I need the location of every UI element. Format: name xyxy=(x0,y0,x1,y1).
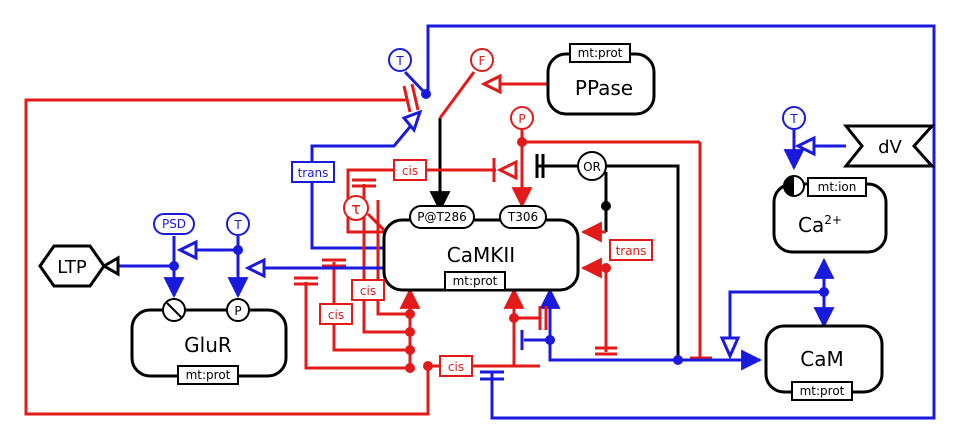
ppase-unit: mt:prot xyxy=(578,46,623,60)
ca-node[interactable]: mt:ion Ca2+ xyxy=(772,175,888,254)
glur-p-label: P xyxy=(234,304,241,318)
svg-text:cis: cis xyxy=(360,284,376,298)
glur-p-site xyxy=(226,298,250,322)
camkii-unit: mt:prot xyxy=(453,274,498,288)
ltp-label: LTP xyxy=(57,257,87,278)
junction-dots xyxy=(169,89,829,373)
label-cis-mid: cis xyxy=(351,279,385,301)
label-trans-red: trans xyxy=(609,239,653,261)
glyph-f-top: F xyxy=(470,48,494,72)
edge-red-tau xyxy=(366,212,386,232)
edge-red-loop xyxy=(24,98,430,416)
svg-text:trans: trans xyxy=(616,244,647,258)
label-trans-blue: trans xyxy=(291,161,335,183)
ppase-node[interactable]: mt:prot PPase xyxy=(546,43,656,116)
svg-text:OR: OR xyxy=(583,160,601,174)
edge-red-inhibit-t2 xyxy=(410,83,420,111)
svg-text:PSD: PSD xyxy=(162,217,186,231)
svg-text:P: P xyxy=(518,112,525,126)
label-cis-top: cis xyxy=(393,159,427,181)
label-cis-left: cis xyxy=(319,303,353,325)
edges xyxy=(24,24,936,420)
svg-text:F: F xyxy=(479,54,486,68)
edge-cis-top-head xyxy=(496,159,518,181)
ca-label: Ca2+ xyxy=(798,213,842,237)
dv-label: dV xyxy=(878,137,902,158)
glyph-p-top: P xyxy=(510,106,534,130)
glyph-t-glur: T xyxy=(226,212,250,236)
edge-trans-blue xyxy=(310,121,416,250)
edge-cam-camkii xyxy=(539,287,678,362)
label-cis-bottom: cis xyxy=(439,355,473,377)
edge-red-3 xyxy=(362,184,410,334)
edge-trans-blue-head xyxy=(401,109,423,134)
ca-superscript: 2+ xyxy=(824,213,842,227)
edge-red-2 xyxy=(332,262,410,352)
edge-cam-feedback xyxy=(426,24,936,420)
edge-or-out xyxy=(606,164,680,358)
dv-node[interactable]: dV xyxy=(842,124,936,168)
glyph-t-ca: T xyxy=(782,106,806,130)
edge-red-1 xyxy=(304,282,410,370)
svg-text:cis: cis xyxy=(328,308,344,322)
edge-red-inhibit-t xyxy=(402,85,412,113)
svg-text:trans: trans xyxy=(298,166,329,180)
ppase-label: PPase xyxy=(575,76,633,100)
camkii-site-t306: T306 xyxy=(507,210,538,224)
edge-t-top-stem xyxy=(403,70,428,96)
glur-unit: mt:prot xyxy=(186,368,231,382)
edge-dv-t-head xyxy=(794,135,816,157)
cam-node[interactable]: CaM mt:prot xyxy=(764,324,884,401)
svg-text:T: T xyxy=(395,54,404,68)
svg-text:T: T xyxy=(789,112,798,126)
glur-label: GluR xyxy=(184,333,232,357)
edge-f-stem xyxy=(438,71,476,119)
ltp-node[interactable]: LTP xyxy=(38,244,106,288)
cam-label: CaM xyxy=(800,347,843,371)
edge-ppase-f-head xyxy=(480,73,502,95)
ca-unit: mt:ion xyxy=(818,180,857,194)
svg-text:τ: τ xyxy=(351,199,361,218)
svg-text:cis: cis xyxy=(402,164,418,178)
svg-text:T: T xyxy=(233,218,242,232)
edge-glur-t-psd-head xyxy=(176,239,198,261)
glyph-t-top: T xyxy=(388,48,412,72)
glur-node[interactable]: P GluR mt:prot xyxy=(130,298,288,385)
camkii-label: CaMKII xyxy=(447,243,515,267)
edge-camkii-glur-head xyxy=(244,257,266,279)
cam-unit: mt:prot xyxy=(800,384,845,398)
edge-red-4 xyxy=(376,200,410,316)
glyph-tau: τ xyxy=(343,195,369,221)
edge-ca-cam-side xyxy=(728,290,824,338)
edge-psd-ltp-head xyxy=(100,255,120,277)
camkii-site-pt286: P@T286 xyxy=(417,210,466,224)
camkii-node[interactable]: P@T286 T306 CaMKII mt:prot xyxy=(382,205,580,292)
glyph-psd: PSD xyxy=(153,213,195,235)
svg-text:cis: cis xyxy=(448,360,464,374)
glyph-or: OR xyxy=(577,151,607,181)
edge-ca-cam-side-head xyxy=(719,336,741,360)
